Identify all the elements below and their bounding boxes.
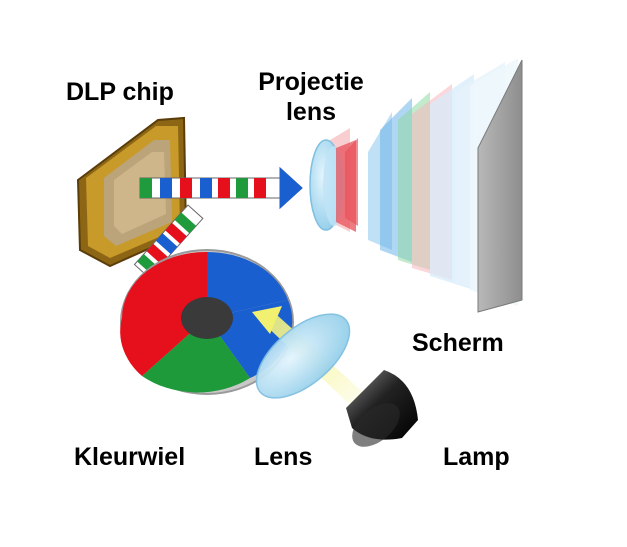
label-lamp: Lamp	[443, 443, 510, 471]
screen-icon	[477, 59, 523, 313]
condenser-lens-icon	[255, 313, 351, 399]
label-projectie: Projectie	[258, 68, 364, 96]
label-projectie-lens: lens	[285, 98, 337, 126]
dlp-chip-icon	[76, 116, 188, 268]
label-lens: Lens	[254, 443, 313, 471]
lamp-icon	[346, 370, 418, 447]
projection-lens-icon	[309, 139, 356, 232]
label-scherm: Scherm	[412, 329, 504, 357]
chip-beam-arrow	[139, 166, 303, 210]
label-kleurwiel: Kleurwiel	[74, 443, 186, 471]
beam-arrowhead	[252, 306, 282, 334]
label-dlp-chip: DLP chip	[66, 78, 174, 106]
wheel-to-chip-beam	[133, 204, 204, 279]
